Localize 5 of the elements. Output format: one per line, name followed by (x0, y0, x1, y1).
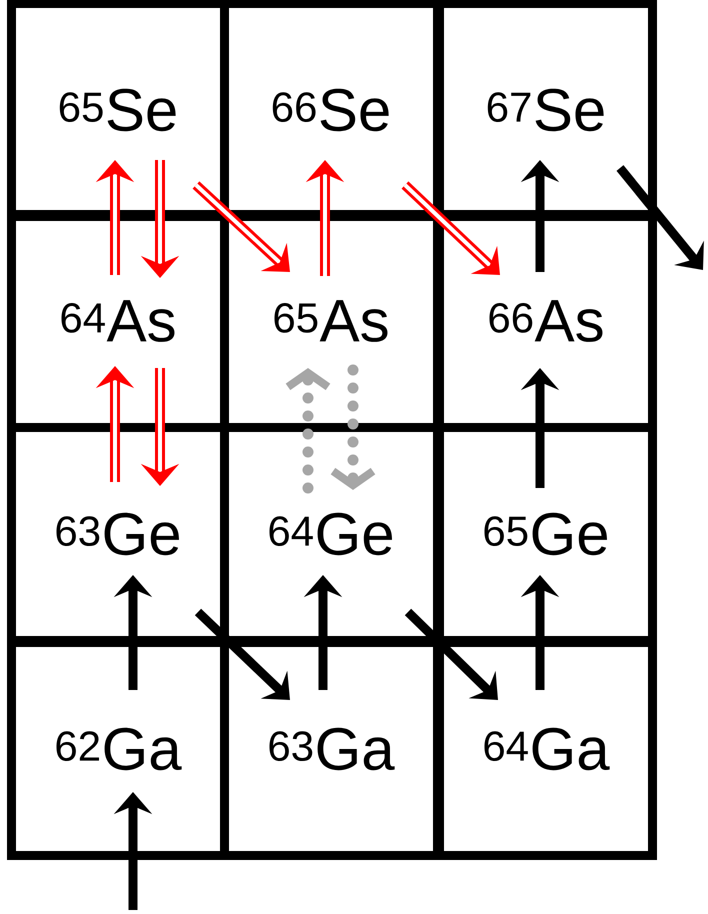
arrow (330, 364, 376, 490)
arrow (286, 368, 330, 494)
arrow (192, 181, 290, 272)
arrow (616, 165, 704, 270)
arrow (402, 181, 500, 275)
